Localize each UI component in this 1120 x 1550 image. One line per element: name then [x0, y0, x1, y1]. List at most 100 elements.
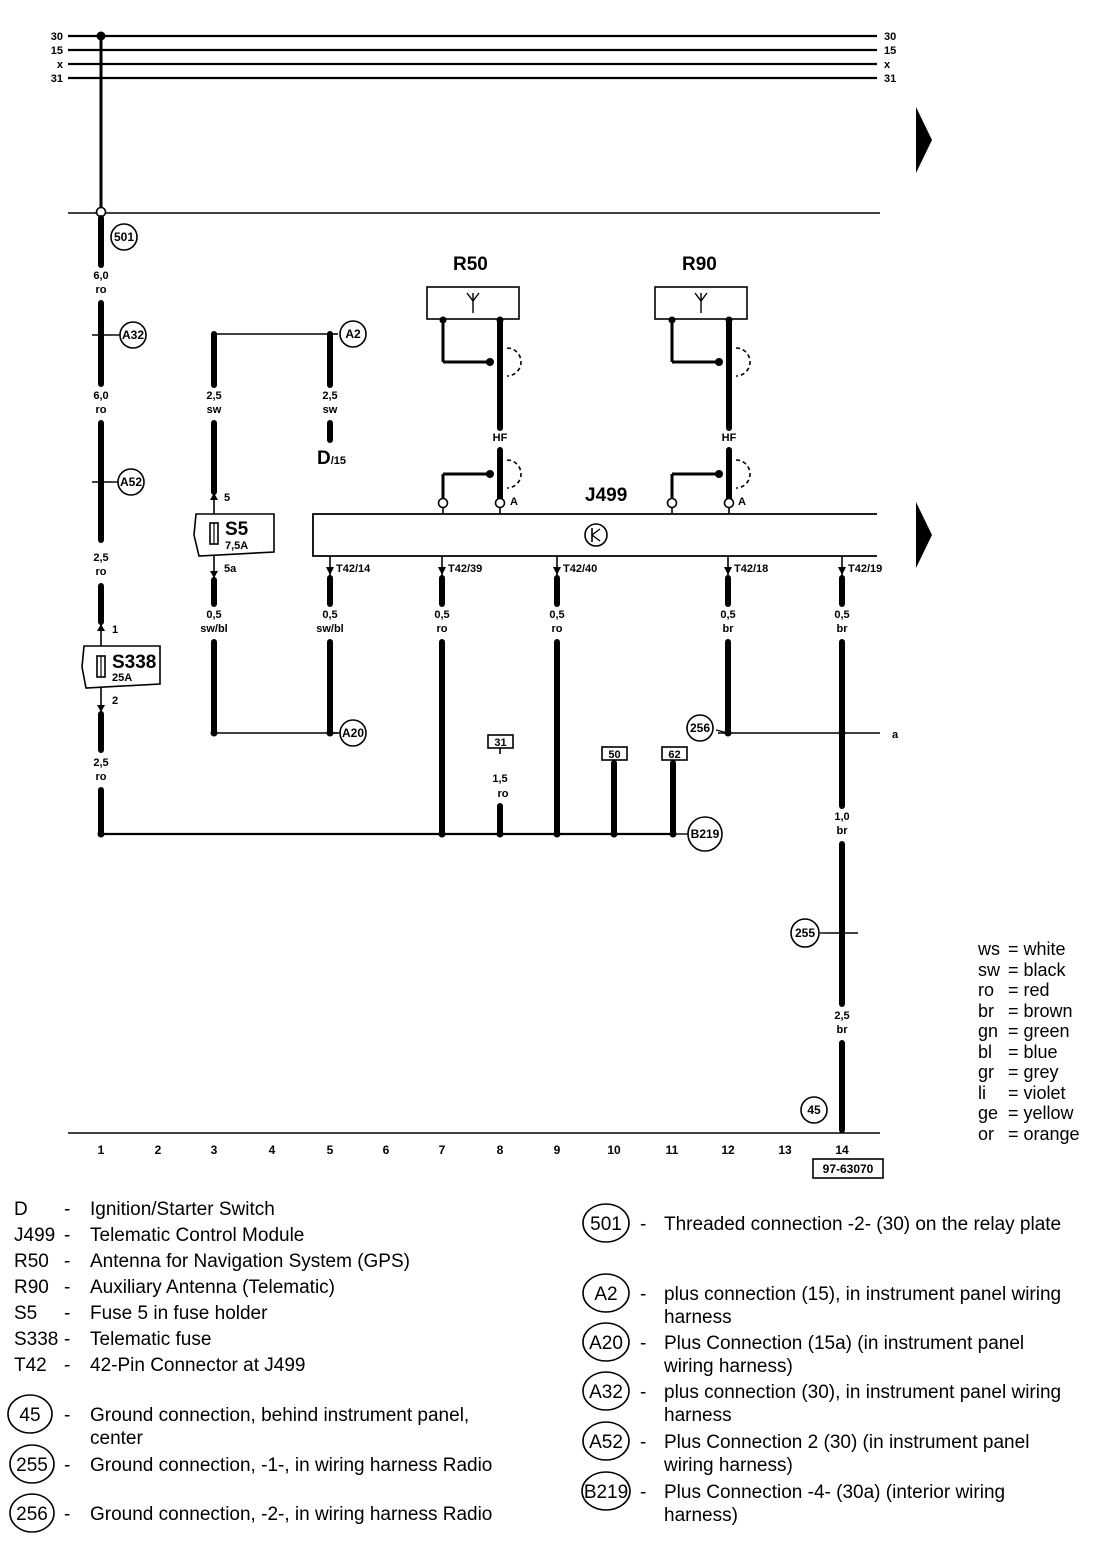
connector-501: 501 — [110, 223, 138, 251]
wire-label: HF — [722, 432, 737, 444]
connector-a2: A2 — [339, 320, 367, 348]
wire-color: ro — [498, 788, 509, 800]
wire-color: br — [837, 623, 849, 635]
fuse-rating: 25A — [112, 672, 132, 684]
legend-circle — [9, 1444, 55, 1484]
legend-connections: 501 - Threaded connection -2- (30) on th… — [581, 1203, 1061, 1526]
connector-255: 255 — [790, 918, 820, 948]
svg-text:97-63070: 97-63070 — [823, 1162, 874, 1176]
legend-desc: harness — [664, 1307, 732, 1328]
svg-text:-: - — [640, 1482, 646, 1503]
pin-label: T42/39 — [448, 563, 482, 575]
legend-code: R90 — [14, 1277, 49, 1298]
legend-desc: Auxiliary Antenna (Telematic) — [90, 1277, 335, 1298]
legend-desc: Plus Connection (15a) (in instrument pan… — [664, 1333, 1024, 1354]
svg-text:A32: A32 — [122, 328, 144, 342]
legend-desc: Ground connection, -1-, in wiring harnes… — [90, 1455, 492, 1476]
legend-desc: Fuse 5 in fuse holder — [90, 1303, 268, 1324]
t42-pins: T42/14 T42/39 T42/40 T42/18 T42/19 — [326, 556, 882, 576]
legend-desc: Threaded connection -2- (30) on the rela… — [664, 1214, 1061, 1235]
color-legend-row: br= brown — [978, 1000, 1073, 1021]
wire-color: ro — [96, 566, 107, 578]
color-legend-row: gn= green — [978, 1021, 1070, 1041]
wire-size: 1,5 — [492, 773, 507, 785]
fuse-rating: 7,5A — [225, 540, 248, 552]
track-number: 14 — [835, 1143, 849, 1157]
svg-text:-: - — [640, 1214, 646, 1235]
wire-size: 2,5 — [93, 552, 108, 564]
legend-code: S5 — [14, 1303, 37, 1324]
legend-grounds: 45 - Ground connection, behind instrumen… — [7, 1394, 492, 1533]
arrow-down-icon — [553, 567, 561, 575]
legend-code: 501 — [590, 1214, 622, 1235]
wire-color: ro — [552, 623, 563, 635]
wire-label: HF — [493, 432, 508, 444]
arrow-up-icon — [210, 493, 218, 500]
bus-label-left: x — [57, 59, 64, 71]
track-1-circuit: 6,0 ro 6,0 ro 2,5 ro 1 S338 25A 2 2,5 ro — [81, 31, 161, 837]
wire-size: 2,5 — [834, 1010, 849, 1022]
pin-label: 1 — [112, 624, 118, 636]
connector-256: 256 — [686, 714, 714, 742]
legend-circle — [9, 1493, 55, 1533]
legend-code: 45 — [19, 1405, 40, 1426]
svg-text:B219: B219 — [691, 827, 720, 841]
svg-text:31: 31 — [494, 737, 506, 749]
bus-label-left: 30 — [51, 31, 63, 43]
svg-text:-: - — [64, 1455, 70, 1476]
legend-desc: wiring harness) — [663, 1455, 793, 1476]
svg-text:A20: A20 — [342, 726, 364, 740]
legend-desc: wiring harness) — [663, 1356, 793, 1377]
pin-label: T42/40 — [563, 563, 597, 575]
legend-desc: Plus Connection -4- (30a) (interior wiri… — [664, 1482, 1005, 1503]
wire-size: 2,5 — [322, 390, 337, 402]
connector-45: 45 — [800, 1096, 828, 1124]
bus-label-right: 15 — [884, 45, 896, 57]
wire-color: sw/bl — [316, 623, 344, 635]
transistor-icon — [584, 523, 608, 547]
legend-code: A20 — [589, 1333, 623, 1354]
wire-color: ro — [96, 404, 107, 416]
coax-cable-r50: HF A — [437, 316, 522, 514]
svg-text:-: - — [64, 1303, 70, 1324]
legend-desc: center — [90, 1428, 143, 1449]
antenna-icon — [694, 292, 708, 313]
pin-label: 2 — [112, 695, 118, 707]
wire-size: 2,5 — [206, 390, 221, 402]
legend-desc: Ignition/Starter Switch — [90, 1199, 275, 1220]
component-d: D/15 — [317, 448, 346, 469]
terminal-31: 31 — [487, 734, 514, 749]
antenna-icon — [466, 292, 480, 313]
pin-label: T42/18 — [734, 563, 768, 575]
pin-label: A — [510, 496, 518, 508]
legend-desc: Antenna for Navigation System (GPS) — [90, 1251, 410, 1272]
svg-text:A52: A52 — [120, 475, 142, 489]
track-number: 8 — [497, 1143, 504, 1157]
wire-color: sw — [323, 404, 338, 416]
svg-text:-: - — [64, 1405, 70, 1426]
pin-label: 5 — [224, 492, 230, 504]
junction-dot — [210, 729, 218, 737]
track-number: 3 — [211, 1143, 218, 1157]
arrow-down-icon — [97, 705, 105, 712]
module-label: J499 — [585, 485, 627, 506]
junction-dot — [97, 830, 105, 838]
svg-text:501: 501 — [114, 230, 134, 244]
wire-size: 6,0 — [93, 390, 108, 402]
svg-text:255: 255 — [795, 926, 815, 940]
svg-text:A2: A2 — [345, 327, 361, 341]
continuation-arrow-icon — [916, 107, 932, 173]
antenna-r50: R50 — [426, 254, 520, 320]
bus-lines: 30 15 x 31 30 15 x 31 — [51, 31, 897, 85]
connector-a52: A52 — [117, 468, 145, 496]
track-number: 11 — [666, 1143, 679, 1157]
svg-text:-: - — [64, 1277, 70, 1298]
color-legend-row: sw= black — [978, 959, 1066, 980]
legend-code: J499 — [14, 1225, 55, 1246]
junction-dot — [610, 830, 618, 838]
wire-size: 0,5 — [549, 609, 564, 621]
antenna-label: R90 — [682, 254, 717, 275]
arrow-down-icon — [438, 567, 446, 575]
legend-code: A32 — [589, 1382, 623, 1403]
svg-text:-: - — [64, 1329, 70, 1350]
